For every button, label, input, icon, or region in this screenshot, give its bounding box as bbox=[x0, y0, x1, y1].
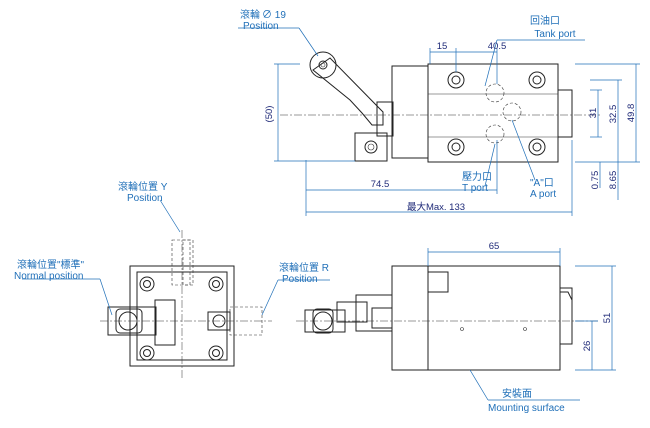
dim-49-8: 49.8 bbox=[626, 104, 637, 123]
lever-pivot-block bbox=[354, 132, 388, 162]
housing-left bbox=[391, 65, 429, 159]
dim-32-5: 32.5 bbox=[608, 105, 619, 124]
a-port-cn: "A"口 bbox=[530, 178, 554, 189]
valve-body bbox=[427, 63, 559, 163]
tank-port-cn: 回油口 bbox=[530, 14, 560, 27]
dim-15: 15 bbox=[437, 41, 448, 52]
annotations: 滾輪∅ 19 Position 回油口 Tank port 壓力口 T port… bbox=[14, 8, 637, 414]
mount-en: Mounting surface bbox=[488, 403, 565, 414]
normal-cn: 滾輪位置"標準" bbox=[17, 258, 85, 271]
dim-50: (50) bbox=[264, 106, 275, 123]
normal-en: Normal position bbox=[14, 271, 83, 282]
dim-74-5: 74.5 bbox=[371, 179, 390, 190]
a-port-en: A port bbox=[530, 189, 556, 200]
dim-51: 51 bbox=[602, 313, 613, 324]
front-view bbox=[22, 199, 330, 380]
roller bbox=[309, 51, 337, 79]
side-body bbox=[391, 265, 561, 371]
dim-31: 31 bbox=[588, 108, 599, 119]
pos-r-en: Position bbox=[282, 274, 318, 285]
roller-dia-cn: 滾輪∅ 19 bbox=[240, 8, 286, 21]
dim-65: 65 bbox=[489, 241, 500, 252]
t-port-en: T port bbox=[462, 183, 488, 194]
pos-y-en: Position bbox=[127, 193, 163, 204]
pos-y-cn: 滾輪位置 Y bbox=[118, 180, 168, 193]
side-view bbox=[296, 248, 616, 401]
bolt-group bbox=[447, 71, 546, 156]
dim-26: 26 bbox=[582, 341, 593, 352]
end-cap bbox=[557, 89, 573, 138]
pos-r-cn: 滾輪位置 R bbox=[279, 261, 329, 274]
top-view bbox=[238, 27, 640, 216]
mount-cn: 安裝面 bbox=[502, 387, 532, 400]
roller-dia-en: Position bbox=[243, 21, 279, 32]
ports bbox=[485, 83, 522, 144]
dim-0-75: 0.75 bbox=[590, 171, 601, 190]
dim-8-65: 8.65 bbox=[608, 171, 619, 190]
dim-40-5: 40.5 bbox=[488, 41, 507, 52]
tank-port-en: Tank port bbox=[534, 29, 575, 40]
t-port-cn: 壓力口 bbox=[462, 170, 492, 183]
dim-max: 最大Max. 133 bbox=[407, 201, 465, 213]
